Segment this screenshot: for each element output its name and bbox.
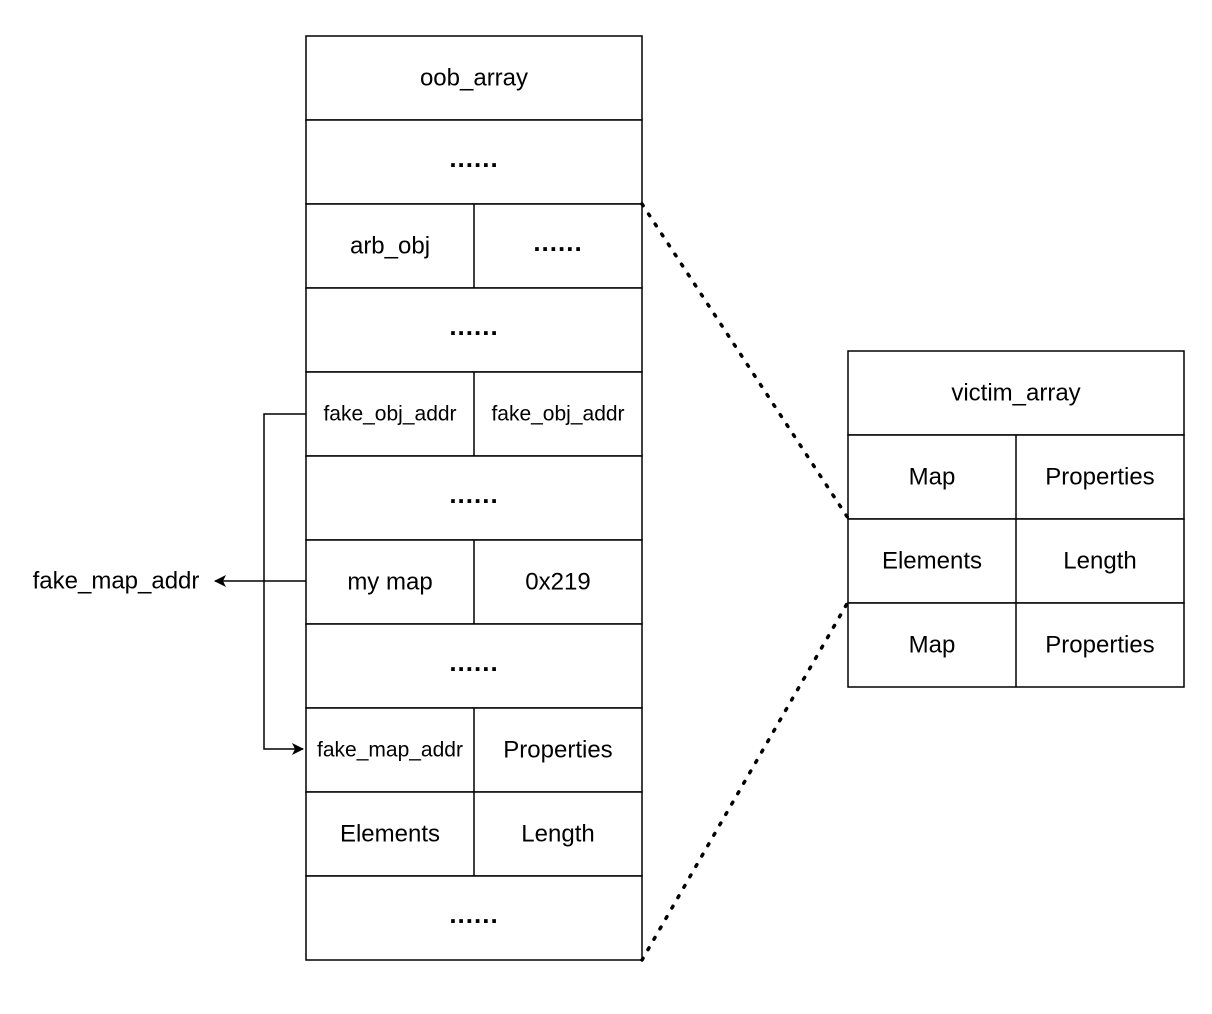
oob-array-cell-left: fake_map_addr [317, 739, 463, 762]
oob-array-cell-right: Length [521, 821, 594, 848]
victim-array-cell-right: Properties [1045, 464, 1154, 491]
victim-array-cell-right: Properties [1045, 632, 1154, 659]
oob-array-row: my map 0x219 [305, 539, 643, 625]
oob-array-row-box [305, 455, 643, 541]
oob-array-row-box [305, 35, 643, 121]
victim-array-row: Elements Length [847, 518, 1185, 604]
oob-array-cell: ...... [449, 899, 498, 929]
oob-array-cell: ...... [449, 311, 498, 341]
oob-array-cell-left: Elements [340, 821, 440, 848]
oob-array-cell-right: ...... [533, 227, 582, 257]
oob-array-cell-right: 0x219 [525, 569, 590, 596]
dotted-connector-bottom [640, 600, 850, 962]
victim-array-cell-left: Map [909, 464, 956, 491]
victim-array-row: victim_array [847, 350, 1185, 436]
oob-array-row: ...... [305, 455, 643, 541]
victim-array-cell: victim_array [951, 380, 1080, 407]
oob-array-cell-left: fake_obj_addr [323, 403, 456, 426]
oob-array-row: ...... [305, 623, 643, 709]
oob-array-row-box [305, 623, 643, 709]
victim-array-row: Map Properties [847, 434, 1185, 520]
oob-array-row: ...... [305, 287, 643, 373]
victim-array-cell-right: Length [1063, 548, 1136, 575]
oob-array-row-box [305, 875, 643, 961]
oob-array-cell-left: my map [347, 569, 432, 596]
oob-array-table: oob_array......arb_obj............fake_o… [305, 35, 643, 961]
oob-array-row-box [305, 287, 643, 373]
victim-array-cell-left: Elements [882, 548, 982, 575]
victim-array-row-box [847, 350, 1185, 436]
oob-array-row: ...... [305, 119, 643, 205]
oob-array-cell: oob_array [420, 65, 528, 92]
oob-array-cell-left: arb_obj [350, 233, 430, 260]
oob-array-cell-right: Properties [503, 737, 612, 764]
victim-array-row: Map Properties [847, 602, 1185, 688]
oob-array-cell: ...... [449, 143, 498, 173]
oob-array-cell: ...... [449, 479, 498, 509]
oob-array-row: fake_obj_addr fake_obj_addr [305, 371, 643, 457]
victim-array-cell-left: Map [909, 632, 956, 659]
oob-array-row: ...... [305, 875, 643, 961]
oob-array-row: arb_obj...... [305, 203, 643, 289]
oob-array-row: fake_map_addr Properties [305, 707, 643, 793]
oob-array-row-box [305, 119, 643, 205]
oob-array-row: Elements Length [305, 791, 643, 877]
dotted-connector-top [640, 202, 850, 520]
external-fake-map-addr-label: fake_map_addr [33, 568, 200, 595]
oob-array-cell: ...... [449, 647, 498, 677]
oob-array-row: oob_array [305, 35, 643, 121]
oob-array-cell-right: fake_obj_addr [491, 403, 624, 426]
